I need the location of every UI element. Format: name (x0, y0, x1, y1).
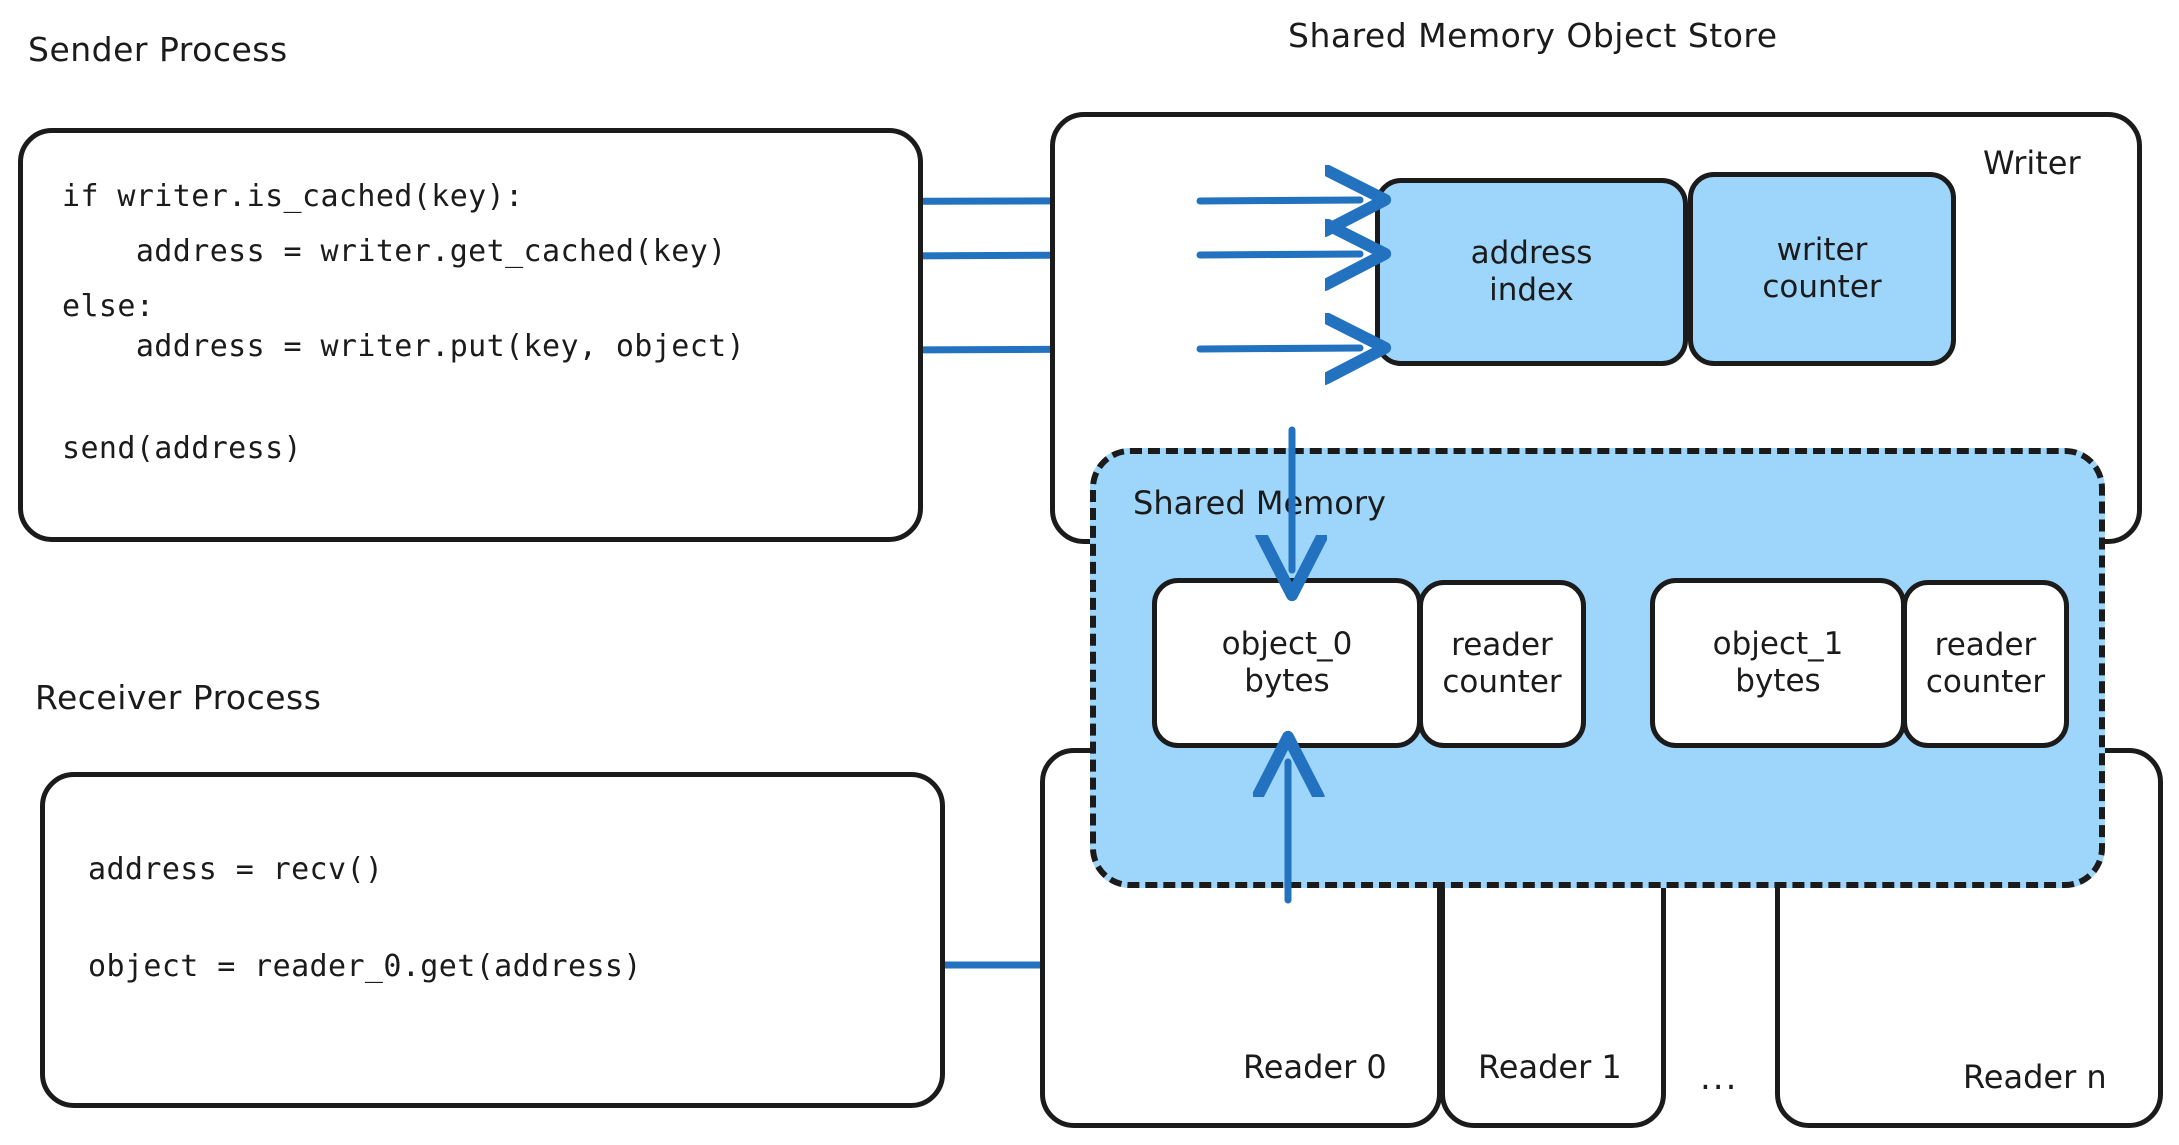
writer-node-address-index[interactable]: address index (1375, 178, 1688, 366)
receiver-process-title: Receiver Process (35, 678, 322, 717)
sender-code-line-1: address = writer.get_cached(key) (62, 234, 727, 269)
writer-node-writer-counter[interactable]: writer counter (1688, 172, 1956, 366)
sender-code-line-2: else: (62, 289, 155, 324)
sender-code-line-0: if writer.is_cached(key): (62, 179, 524, 214)
shared-memory-reader-counter-0[interactable]: reader counter (1418, 580, 1586, 748)
sender-code-line-5: send(address) (62, 431, 302, 466)
receiver-process-box (40, 772, 945, 1108)
shared-memory-label: Shared Memory (1133, 484, 1386, 522)
reader-label-0: Reader 0 (1243, 1048, 1387, 1086)
sender-process-title: Sender Process (28, 30, 288, 69)
reader-label-1: Reader 1 (1478, 1048, 1622, 1086)
store-title: Shared Memory Object Store (1288, 16, 1778, 55)
writer-label: Writer (1983, 144, 2081, 182)
readers-ellipsis: ... (1700, 1058, 1739, 1098)
reader-label-n: Reader n (1963, 1058, 2107, 1096)
shared-memory-object-1[interactable]: object_1 bytes (1650, 578, 1906, 748)
shared-memory-reader-counter-1[interactable]: reader counter (1902, 580, 2069, 748)
shared-memory-object-0[interactable]: object_0 bytes (1152, 578, 1422, 748)
sender-code-line-3: address = writer.put(key, object) (62, 329, 746, 364)
receiver-code-line-2: object = reader_0.get(address) (88, 949, 642, 984)
receiver-code-line-0: address = recv() (88, 852, 384, 887)
